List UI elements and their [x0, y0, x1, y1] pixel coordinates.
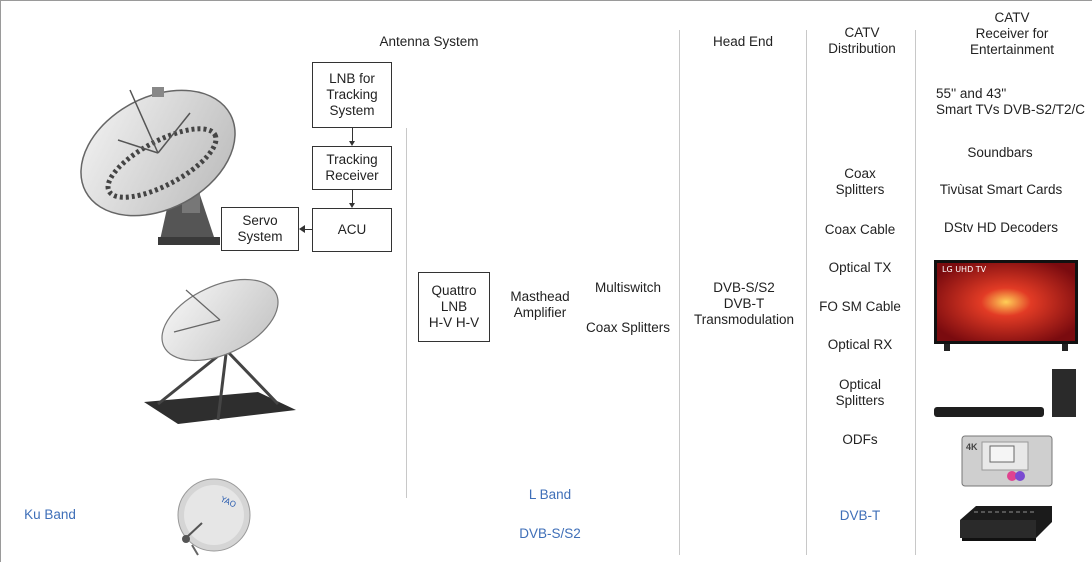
smart-card-image: 4K	[960, 434, 1055, 489]
receiver-tivusat-cards: Tivùsat Smart Cards	[939, 182, 1063, 197]
dstv-decoder-image	[960, 506, 1052, 541]
acu-box: ACU	[312, 208, 392, 252]
arrow-receiver-to-acu	[349, 190, 355, 208]
cam-4k-label: 4K	[966, 442, 978, 452]
coax-splitters-label: Coax Splitters	[585, 320, 671, 335]
dist-optical-tx: Optical TX	[828, 260, 892, 275]
lnb-tracking-box: LNB for Tracking System	[312, 62, 392, 128]
ku-band-dish-image: YAO	[177, 478, 251, 556]
servo-system-box: Servo System	[221, 207, 299, 251]
divider-receiver	[915, 30, 916, 555]
dist-odfs: ODFs	[842, 432, 878, 447]
band-l-label: L Band	[528, 487, 572, 502]
dist-optical-splitters: Optical Splitters	[835, 377, 885, 408]
dist-optical-rx: Optical RX	[827, 337, 893, 352]
soundbar-image	[934, 369, 1076, 417]
section-catv-distribution: CATV Distribution	[828, 25, 896, 56]
lg-tv-image: LG UHD TV	[934, 260, 1078, 352]
acu-servo-link	[304, 229, 312, 230]
head-end-transmodulation: DVB-S/S2 DVB-T Transmodulation	[693, 280, 795, 327]
masthead-amplifier-label: Masthead Amplifier	[510, 289, 570, 320]
tracking-receiver-box: Tracking Receiver	[312, 146, 392, 190]
arrow-acu-to-servo	[299, 225, 305, 233]
band-dvbs-label: DVB-S/S2	[519, 526, 581, 541]
divider-distribution	[806, 30, 807, 555]
band-dvbt-label: DVB-T	[839, 508, 881, 523]
section-catv-receiver: CATV Receiver for Entertainment	[969, 10, 1055, 57]
medium-dish-image	[144, 278, 296, 424]
dist-fo-sm-cable: FO SM Cable	[819, 299, 901, 314]
section-antenna-system: Antenna System	[379, 34, 479, 49]
dist-coax-cable: Coax Cable	[824, 222, 896, 237]
quattro-lnb-box: Quattro LNB H-V H-V	[418, 272, 490, 342]
arrow-lnb-to-receiver	[349, 128, 355, 146]
dist-coax-splitters: Coax Splitters	[835, 166, 885, 197]
large-tracking-dish-image	[80, 87, 236, 245]
band-ku-label: Ku Band	[24, 507, 76, 522]
tv-brand-label: LG UHD TV	[942, 265, 987, 274]
divider-antenna	[406, 128, 407, 498]
section-head-end: Head End	[712, 34, 774, 49]
receiver-dstv-decoders: DStv HD Decoders	[943, 220, 1059, 235]
multiswitch-label: Multiswitch	[594, 280, 661, 295]
divider-head-end	[679, 30, 680, 555]
receiver-soundbars: Soundbars	[967, 145, 1033, 160]
receiver-smart-tvs: 55'' and 43'' Smart TVs DVB-S2/T2/C	[936, 86, 1086, 117]
